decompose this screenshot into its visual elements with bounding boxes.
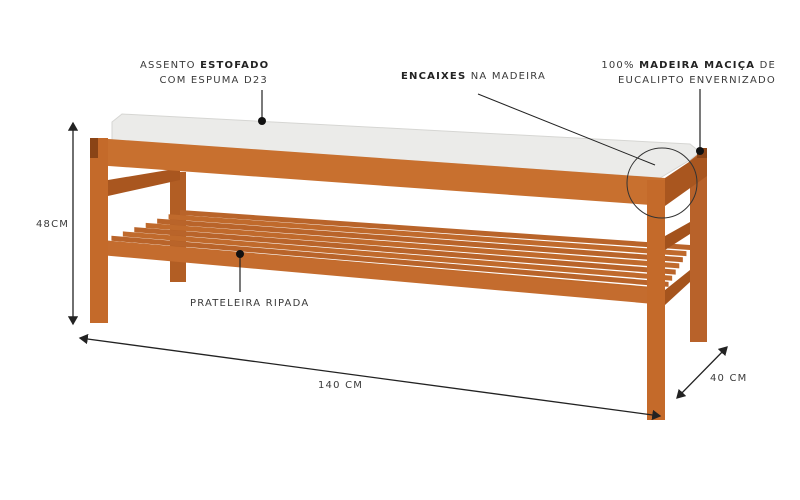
joint-highlight-circle <box>626 147 698 219</box>
shelf-slat <box>180 210 690 250</box>
shelf-right-rail <box>665 270 690 305</box>
shelf-slat <box>122 231 673 281</box>
joints-annotation: ENCAIXES NA MADEIRA <box>401 71 547 82</box>
depth-dimension-arrow <box>676 346 728 399</box>
right-side-rail-lower <box>665 222 690 250</box>
shelf-annotation: PRATELEIRA RIPADA <box>190 298 310 309</box>
right-apron <box>665 150 707 206</box>
left-side-rail <box>108 168 180 196</box>
wood-annotation: 100% MADEIRA MACIÇA DE EUCALIPTO ENVERNI… <box>601 60 776 86</box>
wood-pointer-dot <box>696 147 704 155</box>
shelf-slat <box>111 235 669 287</box>
seat-annotation: ASSENTO ESTOFADO COM ESPUMA D23 <box>140 60 270 86</box>
front-left-leg <box>90 138 108 323</box>
width-dimension-arrow <box>78 333 662 421</box>
height-label: 48CM <box>36 219 70 230</box>
shelf-pointer-dot <box>236 250 244 258</box>
shelf-slat <box>145 222 680 269</box>
shelf-slat <box>134 227 676 275</box>
shelf-slat <box>157 218 683 263</box>
width-label: 140 CM <box>318 380 364 391</box>
back-right-leg <box>690 152 707 342</box>
shelf-slat <box>168 214 687 257</box>
front-apron <box>95 138 665 206</box>
seat-pointer-dot <box>258 117 266 125</box>
depth-label: 40 CM <box>710 373 748 384</box>
